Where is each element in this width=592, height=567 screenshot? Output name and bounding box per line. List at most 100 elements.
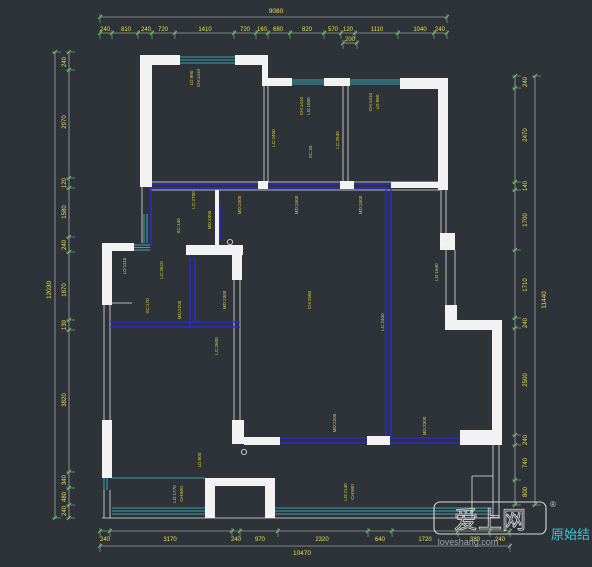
right-dimension-tick [512,85,518,91]
fixture-circle [240,448,247,455]
room-annotation: XC:30 [308,145,313,158]
left-dimension-text: 340 [62,474,68,485]
right-dimension-text: 240 [523,76,529,87]
right-dimension-text: 240 [523,434,529,445]
wall-segment [492,320,502,445]
top-dimension-text: 160 [257,27,268,33]
room-annotation: LD:990 [375,94,380,109]
top-dimension-text: 1040 [413,27,427,33]
wall-segment [367,436,390,445]
watermark-brand: 爱上网 [454,506,526,534]
room-annotation: LC:2700 [191,191,196,209]
top-dimension-tick [444,30,450,36]
right-dimension-tick [512,442,518,448]
room-annotation: LD:600 [197,452,202,467]
left-dimension-tick [66,327,72,333]
wall-segment [102,420,112,478]
room-annotation: LC:2600 [214,337,219,355]
room-annotation: MD:2400 [358,195,363,214]
right-overall-dimension-tick [532,502,538,508]
room-annotation: CH:1410 [299,96,304,115]
left-dimension-text: 120 [62,177,68,188]
left-dimension-tick [66,249,72,255]
left-dimension-text: 3820 [62,393,68,407]
wall-segment [140,55,180,65]
top-dimension-tick [231,30,237,36]
left-dimension-text: 130 [62,319,68,330]
room-annotation: LC:2540 [335,131,340,149]
wall-segment [215,190,219,245]
right-dimension-text: 800 [523,486,529,497]
room-annotation: MD:2300 [222,290,227,309]
room-annotation: MD:2200 [177,300,182,319]
top-dimension-tick [109,30,115,36]
top-dimension-text: 120 [343,27,354,33]
watermark: 爱上网 ® loveshang.com 原始结 [433,500,590,547]
right-overall-dimension-text: 11440 [541,291,548,309]
top-dimension-text: 720 [158,27,169,33]
wall-segment [102,243,112,305]
top-dimension-text: 240 [141,27,152,33]
bottom-dimension-tick [237,528,243,534]
watermark-caption: 原始结 [551,528,590,543]
right-dimension-tick [512,247,518,253]
top-dimension-text: 570 [328,27,339,33]
right-dimension-tick [512,477,518,483]
left-dimension-tick [66,234,72,240]
left-overall-dimension-tick [52,49,58,55]
top-dimension-text: 680 [273,27,284,33]
wall-segment [265,478,275,518]
right-dimension-tick [512,315,518,321]
wall-segment [186,245,243,255]
room-annotation: CH:600 [350,484,355,500]
top-dimension-text: 240 [435,27,446,33]
right-dimension-text: 1700 [523,213,529,227]
room-annotation: MD:2400 [207,210,212,229]
bottom-dimension-tick [507,528,513,534]
top-dimension-text: 720 [240,27,251,33]
wall-segment [460,430,502,445]
room-annotation: LD:1770 [172,485,177,503]
left-dimension-text: 240 [62,239,68,250]
room-annotation: CH:1410 [196,68,201,87]
right-dimension-tick [512,179,518,185]
right-dimension-text: 1710 [523,278,529,292]
top-dimension-tick [265,30,271,36]
room-annotation: LD:1000 [306,97,311,115]
left-dimension-text: 480 [62,491,68,502]
room-annotation: MD:2300 [422,416,427,435]
right-dimension-text: 740 [523,457,529,468]
right-dimension-tick [512,325,518,331]
top-dimension-tick [395,30,401,36]
bottom-dimension-tick [275,528,281,534]
wall-segment [232,245,242,280]
left-dimension-tick [66,515,72,521]
top-dimension-tick [149,30,155,36]
left-dimension-text: 240 [62,505,68,516]
wall-segment [235,55,268,65]
room-annotation: LC:2610 [159,261,164,279]
partition-lines [102,86,500,519]
right-dimension-text: 240 [523,317,529,328]
bottom-dimension-tick [389,528,395,534]
bottom-dimension-text: 240 [231,537,242,543]
top-dimension-tick [97,30,103,36]
right-dimension-tick [512,187,518,193]
watermark-site: loveshang.com [438,537,499,547]
wall-segment [205,478,275,486]
left-overall-dimension-tick [52,515,58,521]
left-dimension-text: 240 [62,56,68,67]
bottom-dimension-tick [455,528,461,534]
top-dimension-tick [338,30,344,36]
top-dimension-text: 820 [302,27,313,33]
bottom-dimension-tick [229,528,235,534]
walls [102,55,502,518]
watermark-registered-mark: ® [550,500,556,509]
room-annotation: MD:2400 [237,195,242,214]
top-sub-dimension-tick [354,40,360,46]
fixture-circle [226,238,233,245]
wall-segment [438,78,448,190]
